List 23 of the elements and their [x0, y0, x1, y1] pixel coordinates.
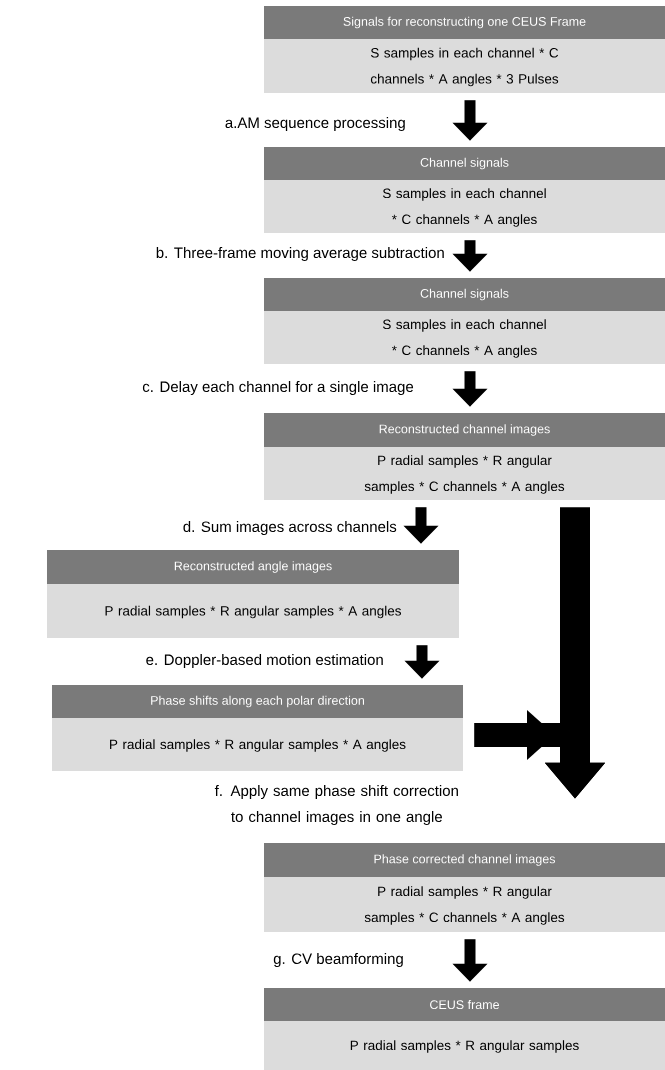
node-label: Channel signals: [420, 288, 509, 301]
node-label: Reconstructed channel images: [379, 424, 550, 436]
node-label: Reconstructed angle images: [174, 561, 332, 573]
process-box: Channel signals S samples in each channel * C channels * A angles: [264, 278, 665, 364]
node-label: Phase shifts along each polar direction: [151, 695, 364, 708]
process-box: Signals for reconstructing one CEUS Frame S samples in each channel * C channels * A angles * 3 Pulses: [264, 6, 665, 93]
process-box: CEUS frame P radial samples * R angular samples: [264, 988, 665, 1070]
edge-label: g. CV beamforming: [273, 953, 403, 967]
node-label: Signals for reconstructing one CEUS Frame: [343, 16, 586, 29]
edge-label: d. Sum images across channels: [183, 521, 397, 535]
process-box: Channel signals S samples in each channel * C channels * A angles: [264, 147, 665, 233]
edge-label: f. Apply same phase shift correction to channel images in one angle: [214, 785, 458, 825]
process-box: Reconstructed channel images P radial samples * R angular samples * C channels * A angles: [264, 413, 665, 500]
process-box: Phase corrected channel images P radial samples * R angular samples * C channels * A angles: [264, 843, 665, 932]
node-label: Phase corrected channel images: [374, 854, 556, 866]
node-label: Channel signals: [420, 157, 509, 170]
edge-label: b. Three-frame moving average subtraction: [156, 247, 444, 261]
edge-label: c. Delay each channel for a single image: [142, 381, 414, 395]
edge-label: e. Doppler-based motion estimation: [146, 654, 383, 668]
node-label: CEUS frame: [430, 999, 500, 1010]
process-box: Phase shifts along each polar direction P radial samples * R angular samples * A angles: [52, 685, 463, 771]
edge-label: a.AM sequence processing: [225, 117, 405, 131]
process-box: Reconstructed angle images P radial samples * R angular samples * A angles: [47, 550, 459, 638]
